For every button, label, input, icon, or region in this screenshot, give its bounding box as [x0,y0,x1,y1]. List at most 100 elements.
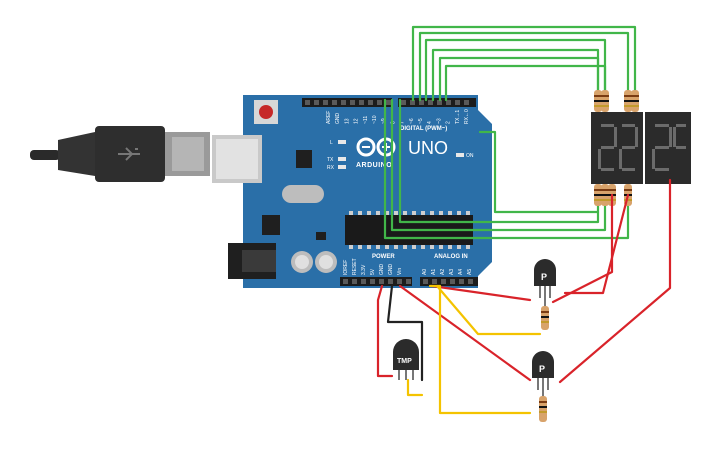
analog-section-label: ANALOG IN [434,254,468,260]
digital-pin-label: TX→1 [455,110,461,124]
green-wires[interactable] [383,25,637,240]
digital-pin-label: 13 [344,118,350,124]
red-wires[interactable] [376,178,672,384]
digital-pin-label: RX←0 [464,109,470,124]
header-pin[interactable] [379,279,384,284]
power-pin-label: 5V [370,268,376,275]
analog-pin-label: A5 [467,269,473,275]
header-pin[interactable] [459,279,464,284]
seven-segment-display-2[interactable] [645,112,691,184]
yellow-wires[interactable] [406,284,542,415]
header-pin[interactable] [343,279,348,284]
transistor-1[interactable]: P [534,259,556,330]
brand-label: ARDUINO [356,162,392,169]
power-pin-label: RESET [352,258,358,275]
header-pin[interactable] [437,100,442,105]
header-pin[interactable] [397,279,402,284]
header-pin[interactable] [388,279,393,284]
digital-section-label: DIGITAL (PWM~) [400,126,447,132]
digital-pin-label: ~11 [363,116,369,124]
digital-pin-label: ~3 [436,118,442,124]
header-pin[interactable] [410,100,415,105]
led-rx [338,165,346,169]
digital-pin-label: ~5 [418,118,424,124]
usb-icon [118,147,140,161]
resistor[interactable] [594,184,602,206]
header-pin[interactable] [361,279,366,284]
header-pin[interactable] [368,100,373,105]
header-pin[interactable] [432,279,437,284]
header-pin[interactable] [323,100,328,105]
led-tx [338,157,346,161]
digital-pin-label: 7 [400,121,406,124]
header-pin[interactable] [341,100,346,105]
power-pin-label: 3.3V [361,264,367,275]
usb-cable[interactable] [30,126,210,182]
seven-segment-display-1[interactable] [591,112,643,184]
led-on-label: ON [466,153,474,159]
analog-header[interactable] [420,277,478,286]
transistor-1-label: P [541,272,547,282]
transistor-2-label: P [539,364,545,374]
header-pin[interactable] [386,100,391,105]
power-pin-label: GND [388,264,394,276]
black-wires[interactable] [386,284,424,382]
header-pin[interactable] [359,100,364,105]
header-pin[interactable] [423,279,428,284]
power-header[interactable] [340,277,412,286]
header-pin[interactable] [464,100,469,105]
header-pin[interactable] [446,100,451,105]
header-pin[interactable] [441,279,446,284]
led-on [456,153,464,157]
transistor-2[interactable]: P [532,351,554,422]
digital-pin-label: 8 [390,121,396,124]
digital-pin-label: ~6 [409,118,415,124]
resistor[interactable] [594,90,602,112]
header-pin[interactable] [305,100,310,105]
digital-pin-label: AREF [326,111,332,124]
digital-pin-label: 4 [427,121,433,124]
digital-pin-label: ~10 [372,115,378,124]
header-pin[interactable] [428,100,433,105]
resistor[interactable] [601,184,609,206]
digital-pin-label: GND [335,113,341,125]
led-rx-label: RX [327,165,335,171]
crystal-oscillator [282,185,324,203]
transistor-2-resistor[interactable] [539,396,547,422]
power-pin-label: IOREF [343,260,349,275]
header-pin[interactable] [419,100,424,105]
analog-pin-label: A2 [440,269,446,275]
header-pin[interactable] [352,279,357,284]
temp-sensor-label: TMP [397,358,412,365]
header-pin[interactable] [450,279,455,284]
analog-pin-label: A4 [458,269,464,275]
resistor[interactable] [631,90,639,112]
power-section-label: POWER [372,254,395,260]
analog-pin-label: A1 [431,269,437,275]
header-pin[interactable] [468,279,473,284]
resistor[interactable] [601,90,609,112]
temperature-sensor[interactable]: TMP [393,339,419,380]
analog-pin-label: A3 [449,269,455,275]
digital-pin-label: 12 [354,118,360,124]
header-pin[interactable] [455,100,460,105]
led-l [338,140,346,144]
digital-pin-label: 2 [446,121,452,124]
power-pin-label: GND [379,264,385,276]
model-label: UNO [408,138,448,158]
header-pin[interactable] [370,279,375,284]
led-l-label: L [330,140,333,146]
resistor[interactable] [624,90,632,112]
header-pin[interactable] [406,279,411,284]
analog-pin-label: A0 [422,269,428,275]
power-pin-label: Vin [397,268,403,275]
header-pin[interactable] [350,100,355,105]
header-pin[interactable] [377,100,382,105]
header-pin[interactable] [332,100,337,105]
header-pin[interactable] [401,100,406,105]
header-pin[interactable] [314,100,319,105]
digital-header-high[interactable] [302,98,392,107]
